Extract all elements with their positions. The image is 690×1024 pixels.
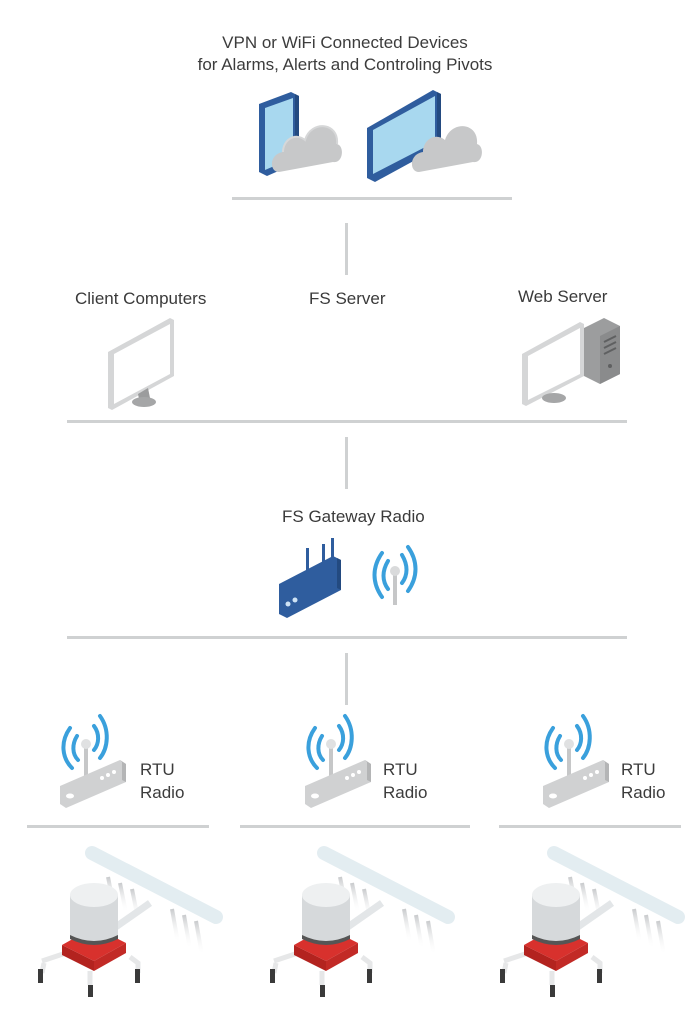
rtu-label-line2: Radio (383, 783, 428, 802)
fs-server-label: FS Server (309, 289, 386, 308)
servers-to-gateway-link (345, 437, 348, 489)
rtu-radio-icon (60, 714, 126, 808)
rtu-label-line1: RTU (621, 760, 656, 779)
rtu-radio-icon (305, 714, 371, 808)
web-server-icon (522, 318, 620, 406)
gateway-to-rtu-link (345, 653, 348, 705)
rtu-label-line1: RTU (140, 760, 175, 779)
fs-gateway-radio-label: FS Gateway Radio (282, 507, 425, 526)
rtu-unit-2: RTU Radio (303, 712, 473, 812)
gateway-antenna-icon (372, 545, 418, 605)
web-server-label: Web Server (518, 287, 608, 306)
pivot-irrigation-icon (500, 846, 685, 997)
rtu-label: RTU Radio (140, 758, 184, 804)
pivot-irrigation-icon (270, 846, 455, 997)
gateway-router-icon (279, 538, 341, 618)
devices-to-servers-link (345, 223, 348, 275)
rtu-label-line2: Radio (140, 783, 185, 802)
rtu-label: RTU Radio (621, 758, 665, 804)
devices-title-line1: VPN or WiFi Connected Devices (222, 33, 468, 52)
rtu-3-connector-line (499, 825, 681, 828)
devices-title-line2: for Alarms, Alerts and Controling Pivots (197, 55, 493, 74)
rtu-unit-1: RTU Radio (58, 712, 228, 812)
rtu-2-connector-line (240, 825, 470, 828)
rtu-label-line2: Radio (621, 783, 666, 802)
rtu-label: RTU Radio (383, 758, 427, 804)
rtu-label-line1: RTU (383, 760, 418, 779)
phone-icon (259, 92, 342, 176)
rtu-radio-icon (543, 714, 609, 808)
client-computer-icon (108, 318, 174, 410)
rtu-1-connector-line (27, 825, 209, 828)
client-computers-label: Client Computers (75, 289, 207, 308)
devices-connector-line (232, 197, 512, 200)
devices-title: VPN or WiFi Connected Devices for Alarms… (0, 32, 690, 76)
pivot-irrigation-icon (38, 846, 223, 997)
tablet-icon (367, 90, 482, 182)
rtu-unit-3: RTU Radio (541, 712, 690, 812)
servers-connector-line (67, 420, 627, 423)
gateway-connector-line (67, 636, 627, 639)
